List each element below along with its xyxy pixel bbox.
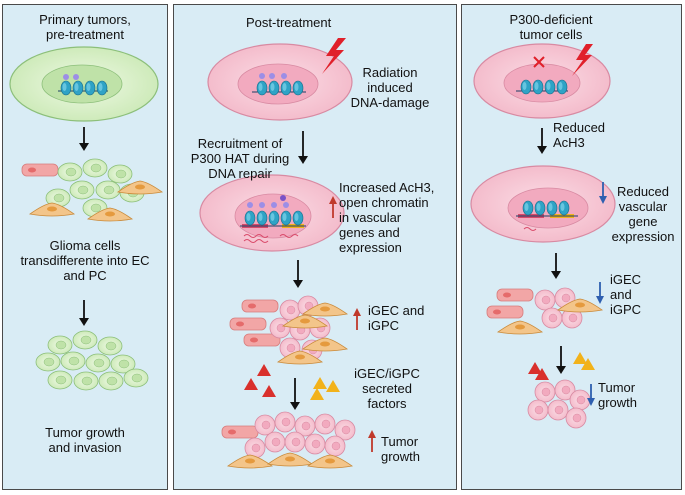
right-growth-label: Tumor growth [598,380,638,410]
chromatin-label: Increased AcH3, open chromatin in vascul… [339,180,435,255]
p300-deficient-cell [473,43,611,119]
up-arrow-icon [353,308,361,330]
down-arrow [551,253,561,279]
reduced-expression-cell [470,165,616,243]
down-arrow-icon [599,182,607,204]
chromatin-icon [58,74,108,96]
radiation-label: Radiation induced DNA-damage [350,65,430,110]
left-growth-label: Tumor growth and invasion [45,425,125,455]
chromatin-icon [240,195,306,243]
down-arrow-icon [587,384,595,406]
igec-label: iGEC and iGPC [368,303,425,333]
igec-igpc-cells [229,295,348,365]
right-igec-label: iGEC and iGPC [610,272,642,317]
up-arrow-icon [368,430,376,452]
secreted-factors-red [528,362,549,380]
down-arrow [293,260,303,288]
reduced-ach3-label: Reduced AcH3 [553,120,606,150]
recruitment-label: Recruitment of P300 HAT during DNA repai… [190,136,290,181]
chromatin-icon [516,79,568,95]
pretreatment-cell [9,46,159,122]
reduced-growth-cells [527,379,591,429]
x-mark-icon [533,56,545,68]
down-arrow [79,127,89,151]
secreted-factors-red [244,364,276,397]
down-arrow [290,378,300,410]
tumor-cell-cluster [35,330,149,391]
left-title: Primary tumors, pre-treatment [39,12,131,42]
down-arrow [298,131,308,164]
secreted-factors-yellow [310,377,340,400]
open-chromatin-cell [199,174,345,252]
right-title: P300-deficient tumor cells [509,12,593,42]
chromatin-icon [252,73,306,96]
down-arrow [79,300,89,326]
down-arrow [556,346,566,374]
lightning-icon [322,38,346,74]
secreted-factors-yellow [573,352,595,370]
tumor-growth-cells [221,411,356,469]
transdifferentiating-cells [21,158,163,222]
reduced-expression-label: Reduced vascular gene expression [611,184,675,244]
chromatin-icon [516,200,578,231]
secreted-factors-label: iGEC/iGPC secreted factors [354,366,420,411]
post-treatment-cell [207,43,353,121]
up-arrow-icon [329,196,337,218]
middle-title: Post-treatment [246,15,332,30]
left-transdifferentiation-label: Glioma cells transdifferente into EC and… [20,238,150,283]
middle-growth-label: Tumor growth [381,434,421,464]
down-arrow [537,128,547,154]
lightning-icon [572,44,593,76]
down-arrow-icon [596,282,604,304]
reduced-igec-cells [486,287,603,335]
